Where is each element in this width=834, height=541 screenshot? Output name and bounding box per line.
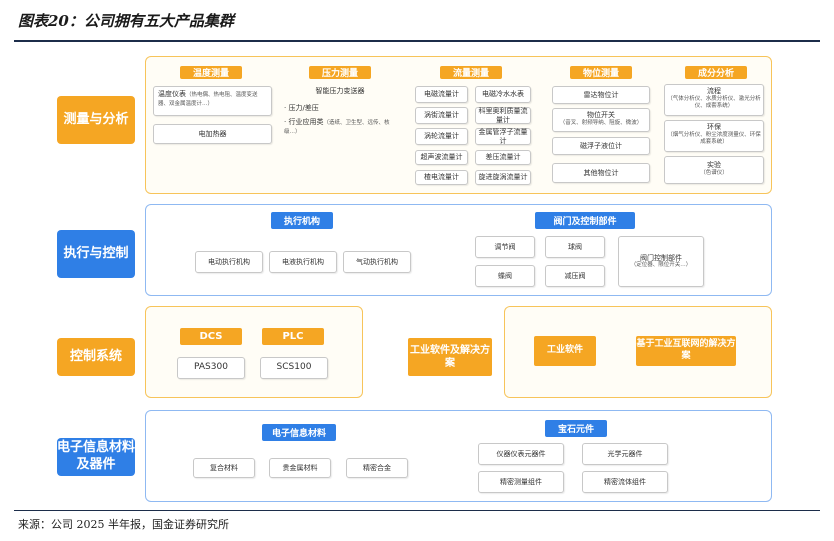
flow-item: 涡轮流量计 [415,128,468,145]
materials-header: 电子信息材料 [262,424,336,441]
flow-item: 电磁流量计 [415,86,468,103]
bottom-rule [14,510,820,511]
actuator-header: 执行机构 [271,212,333,229]
actuator-item: 电液执行机构 [269,251,337,273]
electronic-panel [145,410,772,502]
material-item: 贵金属材料 [269,458,331,478]
valve-item: 调节阀 [475,236,535,258]
figure-title: 图表20：公司拥有五大产品集群 [18,12,234,30]
row-label-control: 控制系统 [57,338,135,376]
source-note: 来源：公司 2025 半年报，国金证券研究所 [18,518,229,531]
row-label-execute: 执行与控制 [57,230,135,278]
gem-item: 精密流体组件 [582,471,668,493]
level-item: 磁浮子液位计 [552,137,650,155]
flow-item: 旋进旋涡流量计 [475,170,531,185]
pressure-bullet-1: · 压力/差压 [284,104,319,112]
dcs-header: DCS [180,328,242,345]
pressure-bullet-2: · 行业应用类 [284,118,324,126]
valves-header: 阀门及控制部件 [535,212,635,229]
composition-environment-label: 环保 [707,123,721,131]
level-switch-box: 物位开关 （音叉、射频导纳、阻旋、微波） [552,108,650,132]
pressure-content: 智能压力变送器 · 压力/差压 · 行业应用类（造纸、卫生型、远传、核级…） [280,86,400,146]
level-switch-label: 物位开关 [587,111,615,119]
industrial-software-tag: 工业软件 [534,336,596,366]
row-label-electronic: 电子信息材料及器件 [57,438,135,476]
gem-item: 仪器仪表元器件 [478,443,564,465]
composition-process-label: 流程 [707,87,721,95]
pressure-header: 压力测量 [309,66,371,79]
gem-item: 光学元器件 [582,443,668,465]
flow-header: 流量测量 [440,66,502,79]
level-item: 其他物位计 [552,163,650,183]
composition-environment-box: 环保 （烟气分析仪、粉尘浓度测量仪、环保成套系统） [664,120,764,152]
flow-item: 超声波流量计 [415,150,468,165]
composition-header: 成分分析 [685,66,747,79]
flow-item: 涡街流量计 [415,107,468,124]
level-switch-detail: （音叉、射频导纳、阻旋、微波） [559,119,643,126]
gem-item: 精密测量组件 [478,471,564,493]
material-item: 精密合金 [346,458,408,478]
flow-item: 楂电流量计 [415,170,468,185]
iiot-solution-tag: 基于工业互联网的解决方案 [636,336,736,366]
pressure-transmitter-title: 智能压力变送器 [315,87,365,95]
temperature-instruments-label: 温度仪表 [158,90,186,98]
scs100-box: SCS100 [260,357,328,379]
temperature-header: 温度测量 [180,66,242,79]
actuator-item: 气动执行机构 [343,251,411,273]
valve-parts-box: 阀门控制部件 （定位器、限位开关…） [618,236,704,287]
composition-process-detail: （气体分析仪、水质分析仪、激光分析仪、成套系统） [667,95,761,109]
software-solutions-tag: 工业软件及解决方案 [408,338,492,376]
flow-item: 差压流量计 [475,150,531,165]
composition-process-box: 流程 （气体分析仪、水质分析仪、激光分析仪、成套系统） [664,84,764,116]
valve-parts-detail: （定位器、限位开关…） [630,262,692,269]
temperature-instruments-box: 温度仪表（热电偶、热电阻、温度变送器、双金属温度计…） [153,86,272,116]
level-header: 物位测量 [570,66,632,79]
pas300-box: PAS300 [177,357,245,379]
gems-header: 宝石元件 [545,420,607,437]
composition-environment-detail: （烟气分析仪、粉尘浓度测量仪、环保成套系统） [667,131,761,145]
actuator-item: 电动执行机构 [195,251,263,273]
plc-header: PLC [262,328,324,345]
valve-item: 球阀 [545,236,605,258]
valve-item: 蝶阀 [475,265,535,287]
pressure-bullet-2-detail: （造纸、卫生型、远传、核级…） [284,120,390,136]
composition-lab-box: 实验 （色谱仪） [664,156,764,184]
valve-parts-label: 阀门控制部件 [640,253,682,262]
temperature-instruments-detail: （热电偶、热电阻、温度变送器、双金属温度计…） [158,92,258,107]
composition-lab-detail: （色谱仪） [700,169,728,176]
valve-item: 减压阀 [545,265,605,287]
level-item: 雷达物位计 [552,86,650,104]
flow-item: 科里奥利质量流量计 [475,107,531,124]
top-rule [14,40,820,42]
row-label-measure: 测量与分析 [57,96,135,144]
electric-heater-box: 电加热器 [153,124,272,144]
flow-item: 金属管浮子流量计 [475,128,531,145]
control-system-panel [145,306,363,398]
flow-item: 电磁冷水水表 [475,86,531,103]
material-item: 复合材料 [193,458,255,478]
composition-lab-label: 实验 [707,161,721,169]
